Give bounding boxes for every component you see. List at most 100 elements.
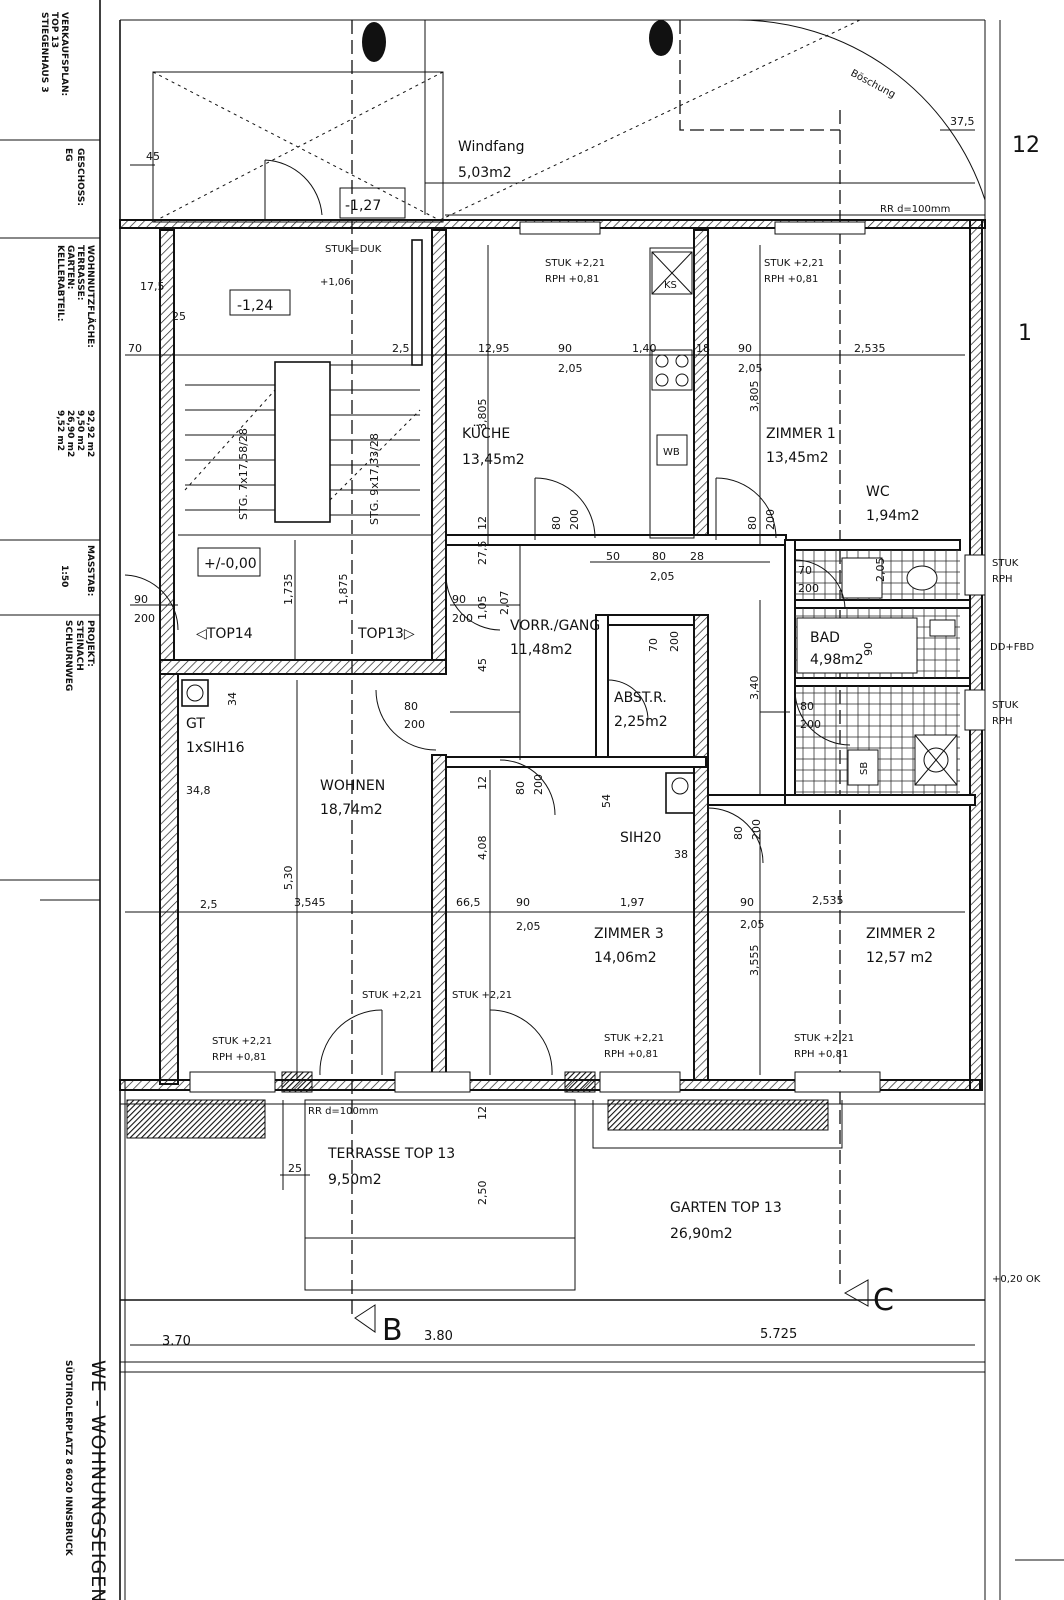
- dim: 3,40: [748, 676, 761, 701]
- dim: 200: [404, 718, 425, 731]
- label-num1: 1: [1018, 321, 1032, 346]
- entry-area: Böschung RR d=100mm -1,27 12 1: [152, 19, 1040, 1320]
- dim: 1,735: [282, 574, 295, 606]
- label-level-m124: -1,24: [237, 298, 273, 314]
- footer-address: SÜDTIROLERPLATZ 8 6020 INNSBRUCK: [63, 1360, 74, 1557]
- dim: 38: [674, 848, 688, 861]
- rph-label: RPH +0,81: [604, 1049, 658, 1060]
- label-gt: GT: [186, 716, 205, 732]
- dim: 80: [732, 826, 745, 840]
- stuk-label: STUK +2,21: [212, 1036, 272, 1047]
- label-stukduk: STUK=DUK: [325, 244, 382, 255]
- label-level-zero: +/-0,00: [204, 556, 257, 572]
- dim: 66,5: [456, 896, 481, 909]
- dim: 27,5: [476, 541, 489, 566]
- room-zimmer3-name: ZIMMER 3: [594, 926, 664, 942]
- dim: 90: [134, 593, 148, 606]
- room-gang-area: 11,48m2: [510, 642, 573, 658]
- rph-label: RPH +0,81: [212, 1052, 266, 1063]
- label-rph-right2: RPH: [992, 716, 1013, 727]
- dim: 90: [516, 896, 530, 909]
- room-garten-name: GARTEN TOP 13: [670, 1200, 782, 1216]
- label-wb: WB: [663, 447, 680, 458]
- dim: 5,30: [282, 866, 295, 891]
- dim: 54: [600, 794, 613, 808]
- sidebar-block-geschoss: GESCHOSS: EG: [63, 148, 85, 209]
- dim: 50: [606, 550, 620, 563]
- dim: 45: [146, 150, 160, 163]
- dim: 200: [134, 612, 155, 625]
- room-gang-name: VORR./GANG: [510, 618, 600, 634]
- dim: 200: [452, 612, 473, 625]
- label-top14: ◁TOP14: [196, 626, 253, 642]
- rph-label: RPH +0,81: [545, 274, 599, 285]
- dim: 2,05: [650, 570, 675, 583]
- dim: 12: [476, 1106, 489, 1120]
- room-zimmer1-name: ZIMMER 1: [766, 426, 836, 442]
- rph-label: RPH +0,81: [764, 274, 818, 285]
- label-dd: DD+FBD: [990, 642, 1034, 653]
- room-terrasse-name: TERRASSE TOP 13: [327, 1146, 455, 1162]
- room-abstr-area: 2,25m2: [614, 714, 668, 730]
- dim: 2,05: [516, 920, 541, 933]
- shafts: GT 1xSIH16 SIH20: [181, 679, 695, 846]
- label-sb: SB: [859, 762, 870, 775]
- dim: 3.80: [424, 1329, 453, 1344]
- dim: 90: [740, 896, 754, 909]
- footer-company: WE - WOHNUNGSEIGENTUM: [87, 1360, 109, 1600]
- dim: 200: [764, 509, 777, 530]
- dim: 2,07: [498, 591, 511, 616]
- dim: 45: [476, 658, 489, 672]
- dim: 25: [172, 310, 186, 323]
- dim: 2,535: [812, 894, 844, 907]
- dim: 5.725: [760, 1327, 797, 1342]
- room-bad-area: 4,98m2: [810, 652, 864, 668]
- sidebar-block-flaechen: WOHNNUTZFLÄCHE: TERRASSE: GARTEN: KELLER…: [55, 245, 96, 351]
- dim: 4,08: [476, 836, 489, 861]
- dim: 17,5: [140, 280, 165, 293]
- dim: 34,8: [186, 784, 211, 797]
- dim: 12: [476, 776, 489, 790]
- room-labels: Windfang 5,03m2 KÜCHE 13,45m2 ZIMMER 1 1…: [320, 139, 936, 1242]
- room-abstr-name: ABST.R.: [614, 690, 667, 706]
- sidebar-block-projekt: PROJEKT: STEINACH SCHLURNWEG: [63, 620, 95, 691]
- label-rph-right1: RPH: [992, 574, 1013, 585]
- dim: 18: [696, 342, 710, 355]
- dim: 200: [568, 509, 581, 530]
- sidebar-block-massstab: MASSTAB: 1:50: [59, 545, 95, 600]
- dim: 80: [746, 516, 759, 530]
- title-strip: VERKAUFSPLAN: TOP 13 STIEGENHAUS 3 GESCH…: [0, 0, 126, 1600]
- outdoor-areas: RR d=100mm +0,20 OK B C: [126, 1099, 1041, 1348]
- sanitary: SB DD+FBD STUK RPH STUK RPH: [795, 550, 1034, 795]
- doors: [319, 477, 851, 1076]
- dim: 2,5: [392, 342, 410, 355]
- dim: 28: [690, 550, 704, 563]
- room-bad-name: BAD: [810, 630, 840, 646]
- label-rr-top: RR d=100mm: [880, 204, 950, 215]
- dim: 2,05: [738, 362, 763, 375]
- dim: 1,05: [476, 596, 489, 621]
- dim: 80: [514, 781, 527, 795]
- dim: 3,805: [476, 399, 489, 431]
- dim: 3,545: [294, 896, 326, 909]
- label-ok: +0,20 OK: [992, 1274, 1041, 1285]
- room-zimmer2-name: ZIMMER 2: [866, 926, 936, 942]
- dim: 200: [750, 819, 763, 840]
- room-windfang-area: 5,03m2: [458, 165, 512, 181]
- label-stuk-right1: STUK: [992, 558, 1019, 569]
- dim: 90: [738, 342, 752, 355]
- room-wohnen-name: WOHNEN: [320, 778, 385, 794]
- dim: 90: [452, 593, 466, 606]
- stuk-label: STUK +2,21: [545, 258, 605, 269]
- dim: 3,805: [748, 381, 761, 413]
- room-zimmer2-area: 12,57 m2: [866, 950, 933, 966]
- marker-c: C: [873, 1283, 894, 1318]
- stuk-label: STUK +2,21: [604, 1033, 664, 1044]
- sidebar-block-verkauf: VERKAUFSPLAN: TOP 13 STIEGENHAUS 3: [39, 12, 69, 99]
- height-labels: STUK +2,21 RPH +0,81 STUK +2,21 RPH +0,8…: [212, 258, 854, 1063]
- dim: 70: [647, 638, 660, 652]
- dim: 2,05: [874, 558, 887, 583]
- dim: 200: [532, 774, 545, 795]
- label-ks: KS: [664, 280, 677, 291]
